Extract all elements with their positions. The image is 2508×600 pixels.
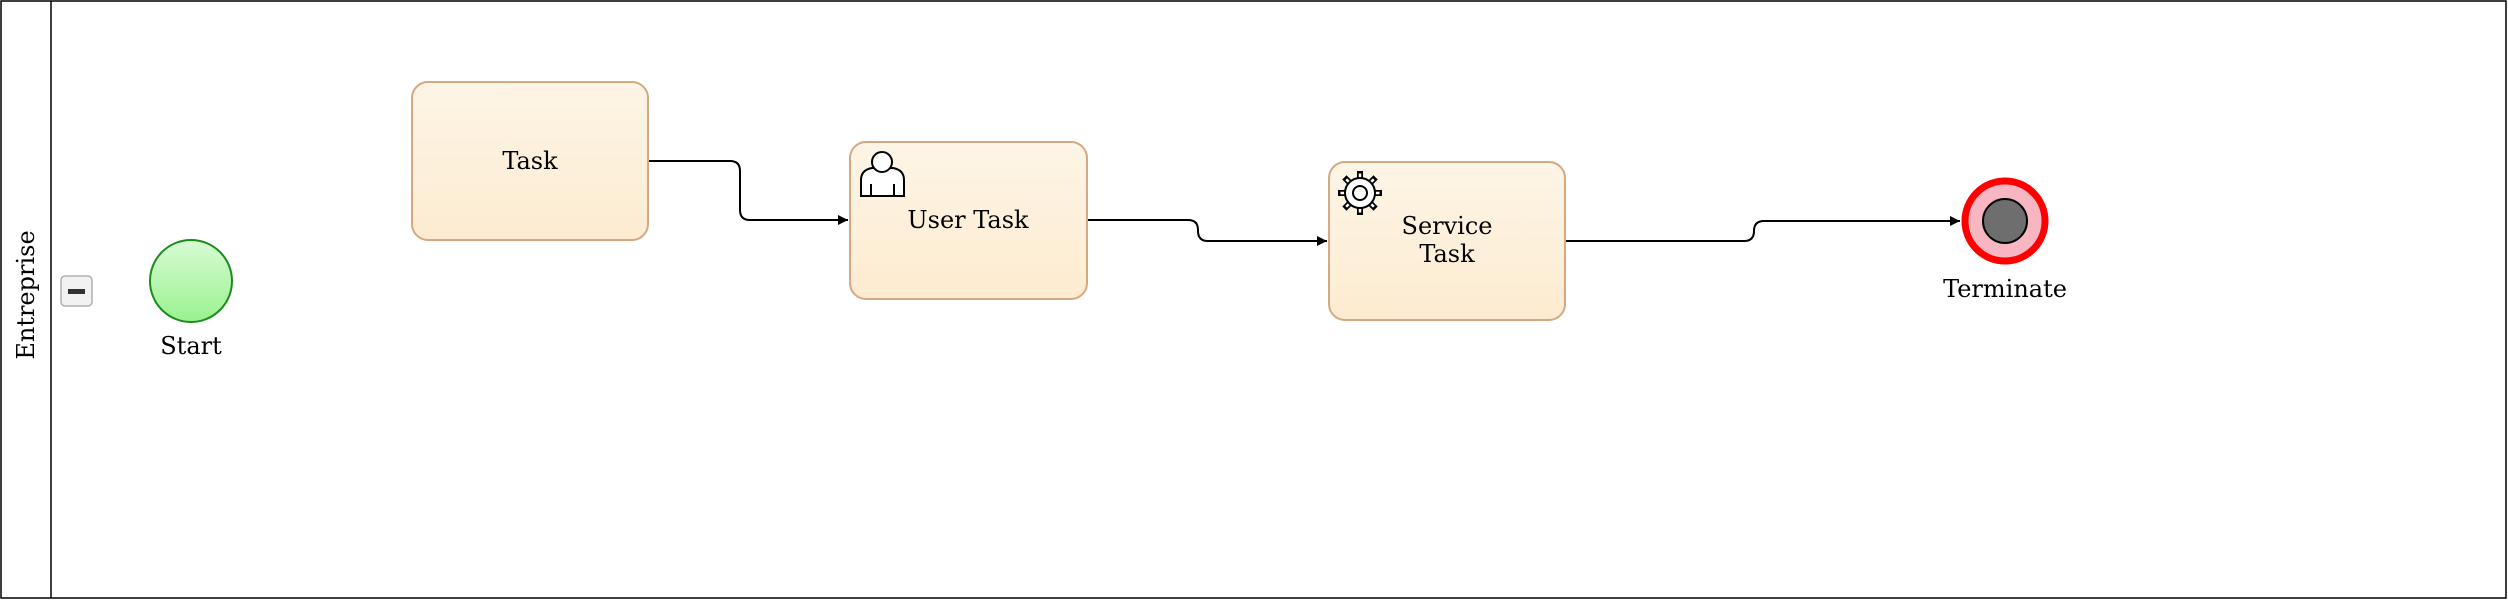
service-task[interactable]: Service Task [1328, 161, 1566, 321]
user-icon [860, 151, 905, 197]
start-event[interactable] [149, 239, 233, 323]
flow-service-task-to-terminate[interactable] [1565, 216, 1960, 242]
terminate-event-label: Terminate [1943, 275, 2067, 303]
start-event-label: Start [160, 332, 222, 360]
flow-user-task-to-service-task[interactable] [1087, 219, 1327, 246]
collapse-toggle-button[interactable] [60, 275, 93, 307]
terminate-end-event[interactable] [1961, 177, 2049, 265]
service-task-label-line-1: Service [1402, 212, 1493, 240]
task-label: Task [502, 147, 558, 175]
minus-icon [68, 289, 85, 294]
pool-label: Entreprise [12, 230, 40, 359]
user-task-label: User Task [907, 206, 1029, 234]
gear-icon [1338, 171, 1382, 215]
service-task-label-line-2: Task [1419, 240, 1475, 268]
user-task[interactable]: User Task [849, 141, 1088, 300]
terminate-marker-icon [1982, 198, 2028, 244]
task[interactable]: Task [411, 81, 649, 241]
flow-task-to-user-task[interactable] [648, 160, 848, 225]
